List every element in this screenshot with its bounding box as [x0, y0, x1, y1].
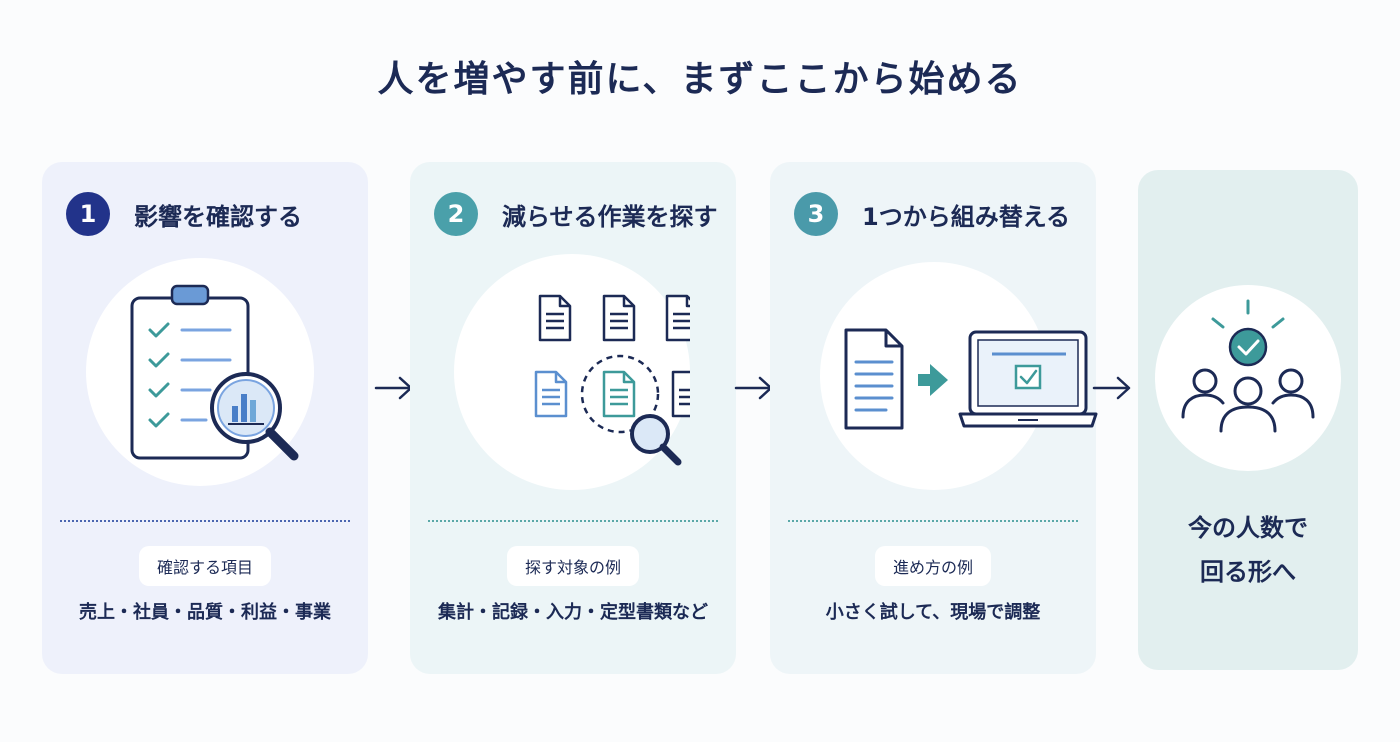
document-to-laptop-icon — [820, 262, 1098, 490]
step-title-2: 減らせる作業を探す — [502, 202, 718, 231]
step-title-3: 1つから組み替える — [862, 202, 1070, 231]
step-label-2: 探す対象の例 — [506, 546, 640, 586]
step-number-1: 1 — [66, 192, 110, 236]
step-detail-2: 集計・記録・入力・定型書類など — [438, 602, 708, 623]
result-text: 今の人数で 回る形へ — [1138, 506, 1358, 594]
team-check-icon — [1155, 285, 1341, 471]
step-card-2: 2 減らせる作業を探す 探す対象の例 集 — [410, 162, 736, 674]
step-number-2: 2 — [434, 192, 478, 236]
step-label-1: 確認する項目 — [138, 546, 272, 586]
step-header-3: 3 1つから組み替える — [794, 192, 1070, 236]
step-card-1: 1 影響を確認する — [42, 162, 368, 674]
documents-search-icon — [454, 254, 690, 490]
step-number-3: 3 — [794, 192, 838, 236]
divider — [60, 520, 350, 522]
step-card-3: 3 1つから組み替える 進め方 — [770, 162, 1098, 674]
arrow-right-icon — [1092, 376, 1131, 400]
result-card: 今の人数で 回る形へ — [1138, 170, 1358, 670]
result-line-1: 今の人数で — [1188, 514, 1308, 542]
step-header-1: 1 影響を確認する — [66, 192, 302, 236]
page-title: 人を増やす前に、まずここから始める — [377, 59, 1023, 100]
step-label-3: 進め方の例 — [874, 546, 992, 586]
divider — [428, 520, 718, 522]
step-header-2: 2 減らせる作業を探す — [434, 192, 718, 236]
step-title-1: 影響を確認する — [134, 202, 302, 231]
clipboard-magnifier-icon — [86, 258, 314, 486]
result-line-2: 回る形へ — [1200, 558, 1296, 586]
divider — [788, 520, 1078, 522]
step-detail-3: 小さく試して、現場で調整 — [825, 602, 1041, 623]
step-detail-1: 売上・社員・品質・利益・事業 — [79, 602, 331, 623]
